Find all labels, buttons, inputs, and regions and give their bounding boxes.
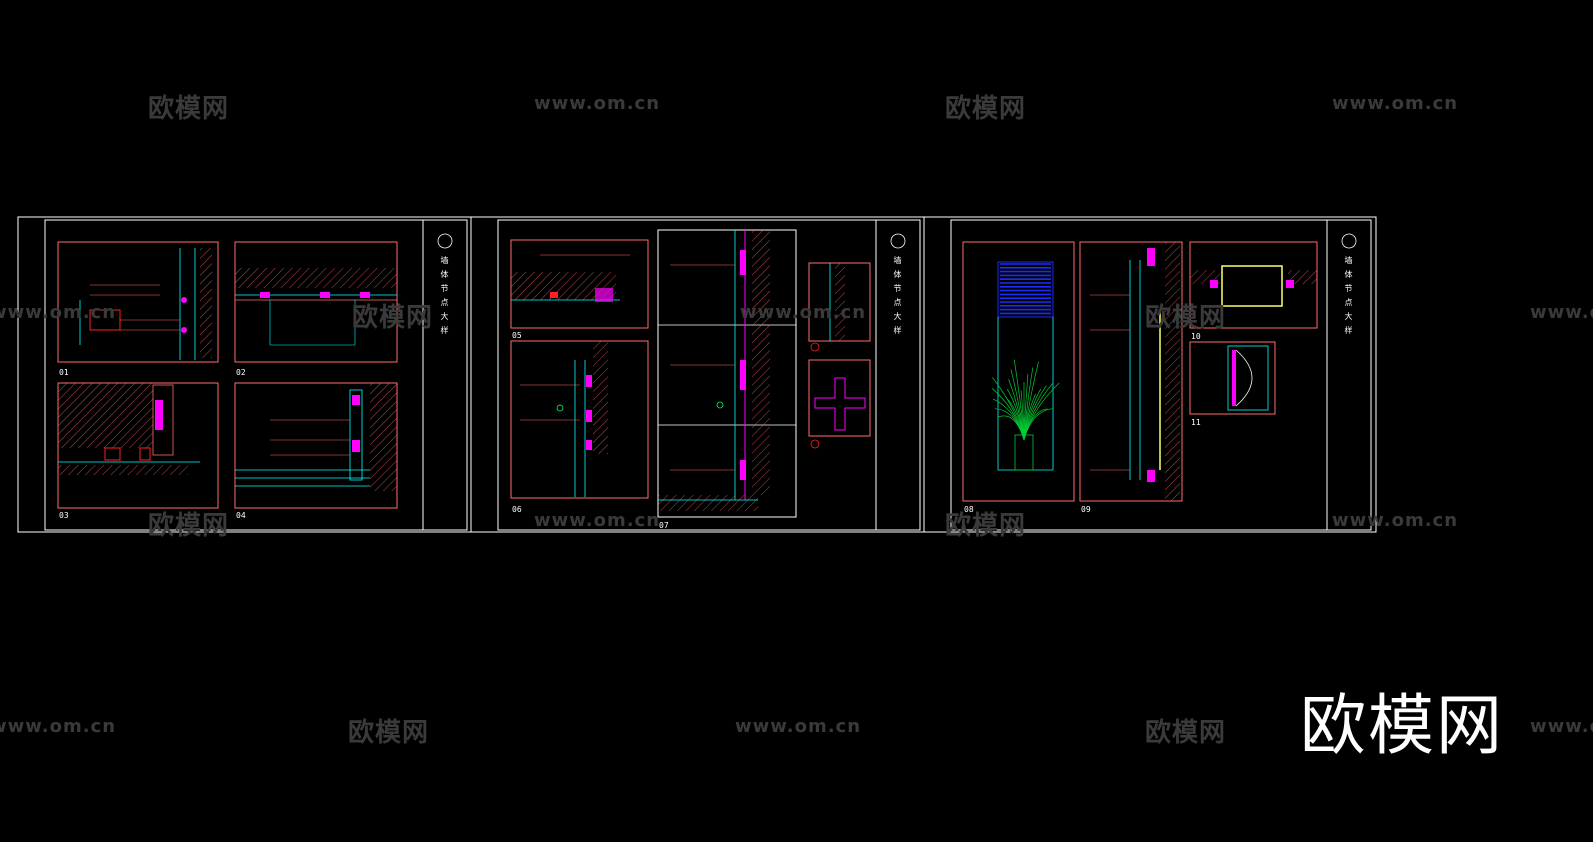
watermark-url: www.om.cn: [534, 93, 661, 114]
sheet-3-logo-mark: [1341, 233, 1357, 249]
detail-02-border: [234, 241, 398, 363]
detail-number-05: 05: [512, 331, 522, 340]
watermark-url: www.om.cn: [1332, 93, 1459, 114]
detail-number-11: 11: [1191, 418, 1201, 427]
watermark-cn: 欧模网: [352, 303, 434, 333]
sheet-2-inner-frame: [497, 219, 921, 531]
watermark-cn: 欧模网: [1145, 718, 1227, 748]
detail-number-09: 09: [1081, 505, 1091, 514]
sheet-1-title: 墙体节点大样: [440, 256, 449, 340]
sheet-1-inner-frame: [44, 219, 468, 531]
detail-number-10: 10: [1191, 332, 1201, 341]
detail-11-border: [1189, 341, 1276, 415]
detail-04-wall-hatch: [370, 383, 397, 491]
watermark-url: www.om.cn: [1332, 510, 1459, 531]
sheet-2[interactable]: [497, 219, 921, 531]
shelf-lines: [1000, 263, 1051, 315]
detail-01-border: [57, 241, 219, 363]
watermark-cn: 欧模网: [148, 511, 230, 541]
detail-number-01: 01: [59, 368, 69, 377]
detail-10-border: [1189, 241, 1318, 329]
watermark-cn: 欧模网: [945, 94, 1027, 124]
watermark-url: www.om.cn: [0, 302, 117, 323]
watermark-cn: 欧模网: [945, 511, 1027, 541]
watermark-url: www.om.cn: [0, 716, 117, 737]
detail-number-07: 07: [659, 521, 669, 530]
detail-number-08: 08: [964, 505, 974, 514]
detail-number-02: 02: [236, 368, 246, 377]
detail-number-06: 06: [512, 505, 522, 514]
watermark-url: www.om.cn: [740, 302, 867, 323]
detail-10-frame: [1221, 265, 1283, 307]
detail-08-border: [962, 241, 1075, 502]
detail-01-wall-hatch: [200, 248, 212, 358]
sheet-3-inner-frame: [950, 219, 1372, 531]
watermark-cn: 欧模网: [348, 718, 430, 748]
sheet-1[interactable]: [44, 219, 468, 531]
site-logo: 欧模网: [1300, 687, 1504, 764]
sheet-3-title: 墙体节点大样: [1344, 256, 1353, 340]
sheet-3-title-block: [1326, 219, 1372, 531]
detail-08-shelf-fill: [997, 261, 1054, 318]
sheet-3[interactable]: [950, 219, 1372, 531]
detail-06-border: [510, 340, 649, 499]
sheet-2-title-block: [875, 219, 921, 531]
detail-b-border: [808, 359, 871, 437]
detail-09-border: [1079, 241, 1183, 502]
detail-03-wall-hatch: [58, 383, 153, 448]
sheet-1-title-block: [422, 219, 468, 531]
watermark-url: www.om.cn: [534, 510, 661, 531]
watermark-url: www.om.cn: [735, 716, 862, 737]
plant-illustration: [991, 359, 1060, 441]
watermark-cn: 欧模网: [1145, 303, 1227, 333]
sheet-1-logo-mark: [437, 233, 453, 249]
detail-number-03: 03: [59, 511, 69, 520]
detail-number-04: 04: [236, 511, 246, 520]
detail-02-slab-hatch: [235, 268, 397, 288]
sheet-2-title: 墙体节点大样: [893, 256, 902, 340]
watermark-url: www.om.cn: [1530, 716, 1593, 737]
detail-07-border: [657, 229, 797, 518]
watermark-url: www.om.cn: [1530, 302, 1593, 323]
sheet-2-logo-mark: [890, 233, 906, 249]
watermark-cn: 欧模网: [148, 94, 230, 124]
drawing-outer-frame: [17, 216, 1377, 533]
